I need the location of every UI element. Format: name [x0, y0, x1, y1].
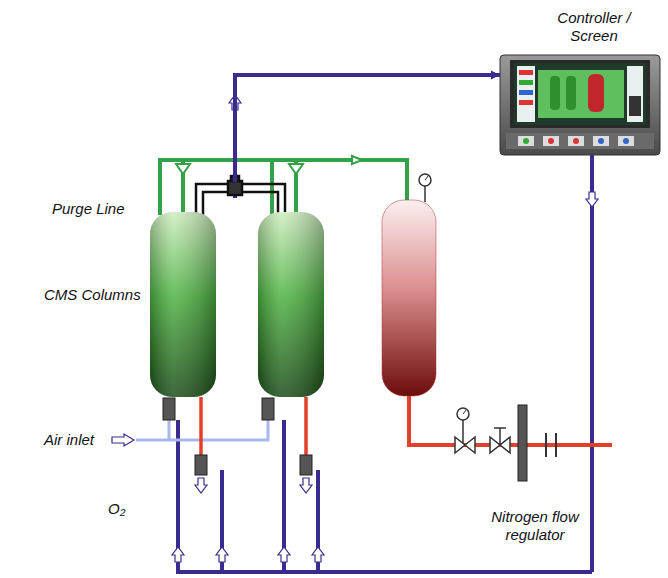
cms-column	[150, 212, 216, 397]
product-pipes	[160, 160, 407, 215]
controller-screen	[588, 74, 604, 112]
product-pipes	[160, 160, 407, 215]
arrow-head	[491, 71, 500, 80]
controller-screen	[548, 138, 554, 144]
check-valves	[289, 164, 303, 174]
controller-screen	[538, 70, 624, 118]
controller-box: Controller / Screen	[500, 5, 660, 155]
part-label: Air inlet	[44, 431, 94, 449]
solenoid-valve	[163, 398, 312, 475]
controller-screen	[618, 136, 634, 146]
flow-regulator: Nitrogen flow regulator	[470, 398, 600, 548]
controller-screen	[629, 96, 641, 116]
controller-screen	[593, 136, 609, 146]
controller-screen	[517, 66, 535, 122]
oxygen-outlet	[304, 397, 308, 455]
oxygen-outlet	[199, 397, 203, 455]
controller-screen	[519, 90, 533, 95]
product-pipes	[270, 160, 274, 215]
control-lines	[178, 420, 592, 572]
controller-screen	[514, 63, 646, 125]
oxygen-outlet	[201, 397, 306, 455]
controller-screen	[543, 136, 559, 146]
air-inlet-line	[136, 420, 169, 440]
flow-arrows	[112, 434, 134, 446]
check-valves	[176, 156, 362, 174]
check-valves	[352, 156, 362, 164]
purge-line	[228, 181, 242, 195]
nitrogen-outlet	[455, 437, 475, 453]
node-label: CMS Columns	[44, 286, 144, 304]
nitrogen-outlet	[457, 408, 469, 420]
node-label: Controller / Screen	[538, 9, 650, 45]
gas-label: O₂	[108, 500, 125, 518]
controller-screen	[566, 76, 576, 110]
controller-screen	[523, 138, 529, 144]
check-valves	[176, 164, 190, 174]
controller-screen	[510, 60, 650, 128]
solenoid-valve	[262, 398, 274, 420]
nitrogen-outlet	[499, 428, 501, 445]
control-line	[235, 75, 500, 182]
controller-screen	[500, 55, 660, 155]
part-label: Purge Line	[52, 200, 125, 218]
cms-column	[258, 212, 324, 397]
nitrogen-outlet	[555, 433, 557, 457]
nitrogen-outlet	[409, 396, 612, 481]
controller-screen	[518, 136, 534, 146]
control-lines	[590, 155, 594, 572]
controller-screen	[500, 55, 660, 155]
controller-screen	[573, 138, 579, 144]
flow-arrows	[195, 478, 207, 493]
controller-screen	[519, 100, 533, 105]
controller-screen	[623, 138, 629, 144]
nitrogen-outlet	[494, 427, 506, 429]
node-label: Nitrogen flow regulator	[475, 508, 595, 544]
flow-arrows	[172, 547, 184, 562]
controller-screen	[568, 136, 584, 146]
receiver-tank	[425, 176, 428, 180]
receiver-tank	[382, 174, 436, 396]
controller-screen	[519, 70, 533, 75]
solenoid-valve	[163, 398, 175, 420]
controller-screen	[506, 133, 654, 149]
nitrogen-outlet	[545, 433, 547, 457]
flow-arrows	[112, 95, 598, 562]
flow-arrows	[312, 547, 324, 562]
solenoid-valve	[300, 455, 312, 475]
air-inlet-line	[169, 420, 268, 440]
flow-arrows	[586, 192, 598, 207]
cms-column	[150, 212, 216, 397]
control-line	[235, 71, 500, 183]
nitrogen-outlet	[463, 410, 466, 414]
cms-column	[258, 212, 324, 397]
cms-column	[150, 212, 324, 397]
flow-arrows	[300, 478, 312, 493]
solenoid-valve	[195, 455, 207, 475]
nitrogen-outlet	[462, 420, 464, 445]
controller-screen	[550, 76, 560, 110]
controller-screen	[519, 80, 533, 85]
flow-arrows	[216, 547, 228, 562]
receiver-tank	[382, 200, 436, 396]
nitrogen-outlet	[518, 405, 527, 481]
controller-screen	[627, 66, 643, 122]
controller-screen	[598, 138, 604, 144]
receiver-tank	[424, 186, 426, 202]
receiver-tank	[419, 174, 431, 186]
flow-arrows	[278, 547, 290, 562]
purge-line	[196, 176, 285, 215]
